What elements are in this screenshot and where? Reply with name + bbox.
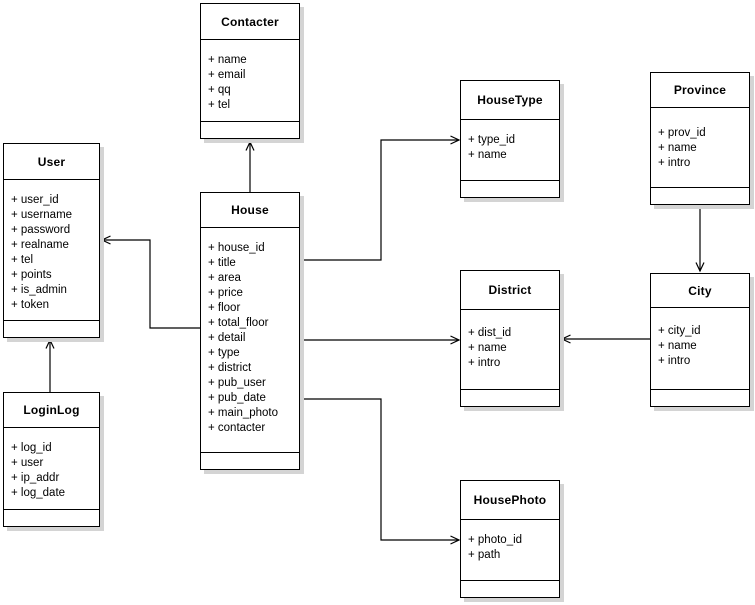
class-province-attributes: + prov_id + name + intro	[651, 108, 749, 187]
attribute: + photo_id	[468, 534, 523, 546]
attribute: + name	[468, 342, 507, 354]
class-user-title: User	[4, 144, 99, 180]
attribute: + log_date	[11, 487, 66, 499]
class-house: House + house_id + title + area + price …	[200, 192, 300, 470]
class-housephoto-title: HousePhoto	[461, 481, 559, 520]
attribute: + detail	[208, 332, 246, 344]
attribute: + pub_user	[208, 377, 266, 389]
attribute: + intro	[658, 157, 691, 169]
attribute: + qq	[208, 84, 231, 96]
attribute: + is_admin	[11, 284, 67, 296]
relation-house-to-housephoto	[300, 398, 461, 545]
attribute: + email	[208, 69, 246, 81]
attribute: + path	[468, 549, 501, 561]
class-loginlog-attributes: + log_id + user + ip_addr + log_date	[4, 428, 99, 509]
class-province-methods-empty	[651, 187, 749, 204]
class-province-title: Province	[651, 73, 749, 108]
class-district-attributes: + dist_id + name + intro	[461, 310, 559, 389]
class-housephoto: HousePhoto + photo_id + path	[460, 480, 560, 598]
attribute: + realname	[11, 239, 69, 251]
relation-house-to-user	[100, 235, 200, 329]
attribute: + area	[208, 272, 241, 284]
attribute: + ip_addr	[11, 472, 60, 484]
attribute: + log_id	[11, 442, 52, 454]
attribute: + contacter	[208, 422, 266, 434]
class-city-methods-empty	[651, 389, 749, 406]
class-housetype: HouseType + type_id + name	[460, 80, 560, 198]
class-loginlog-methods-empty	[4, 509, 99, 526]
class-district-title: District	[461, 271, 559, 310]
class-loginlog-title: LoginLog	[4, 393, 99, 428]
class-housephoto-methods-empty	[461, 580, 559, 597]
class-contacter: Contacter + name + email + qq + tel	[200, 3, 300, 139]
attribute: + tel	[208, 99, 231, 111]
class-city-title: City	[651, 274, 749, 308]
attribute: + pub_date	[208, 392, 266, 404]
class-house-title: House	[201, 193, 299, 228]
class-contacter-methods-empty	[201, 121, 299, 138]
class-housetype-methods-empty	[461, 180, 559, 197]
attribute: + intro	[658, 355, 691, 367]
attribute: + house_id	[208, 242, 265, 254]
class-contacter-attributes: + name + email + qq + tel	[201, 40, 299, 121]
class-user-methods-empty	[4, 320, 99, 337]
attribute: + username	[11, 209, 73, 221]
class-housetype-title: HouseType	[461, 81, 559, 120]
attribute: + name	[208, 54, 247, 66]
attribute: + type	[208, 347, 240, 359]
attribute: + prov_id	[658, 127, 706, 139]
class-city: City + city_id + name + intro	[650, 273, 750, 407]
attribute: + price	[208, 287, 243, 299]
class-district: District + dist_id + name + intro	[460, 270, 560, 407]
attribute: + type_id	[468, 134, 515, 146]
attribute: + name	[468, 149, 507, 161]
attribute: + name	[658, 142, 697, 154]
class-province: Province + prov_id + name + intro	[650, 72, 750, 205]
attribute: + city_id	[658, 325, 701, 337]
attribute: + user	[11, 457, 44, 469]
attribute: + token	[11, 299, 50, 311]
class-city-attributes: + city_id + name + intro	[651, 308, 749, 389]
attribute: + tel	[11, 254, 34, 266]
attribute: + user_id	[11, 194, 59, 206]
attribute: + total_floor	[208, 317, 269, 329]
class-contacter-title: Contacter	[201, 4, 299, 40]
attribute: + dist_id	[468, 327, 512, 339]
class-house-methods-empty	[201, 452, 299, 469]
attribute: + intro	[468, 357, 501, 369]
class-district-methods-empty	[461, 389, 559, 406]
attribute: + title	[208, 257, 236, 269]
class-housephoto-attributes: + photo_id + path	[461, 520, 559, 580]
attribute: + floor	[208, 302, 241, 314]
attribute: + district	[208, 362, 252, 374]
class-house-attributes: + house_id + title + area + price + floo…	[201, 228, 299, 452]
class-user: User + user_id + username + password + r…	[3, 143, 100, 338]
attribute: + name	[658, 340, 697, 352]
class-housetype-attributes: + type_id + name	[461, 120, 559, 180]
class-user-attributes: + user_id + username + password + realna…	[4, 180, 99, 320]
attribute: + main_photo	[208, 407, 279, 419]
attribute: + password	[11, 224, 71, 236]
relation-house-to-housetype	[300, 135, 461, 261]
attribute: + points	[11, 269, 52, 281]
class-loginlog: LoginLog + log_id + user + ip_addr + log…	[3, 392, 100, 527]
